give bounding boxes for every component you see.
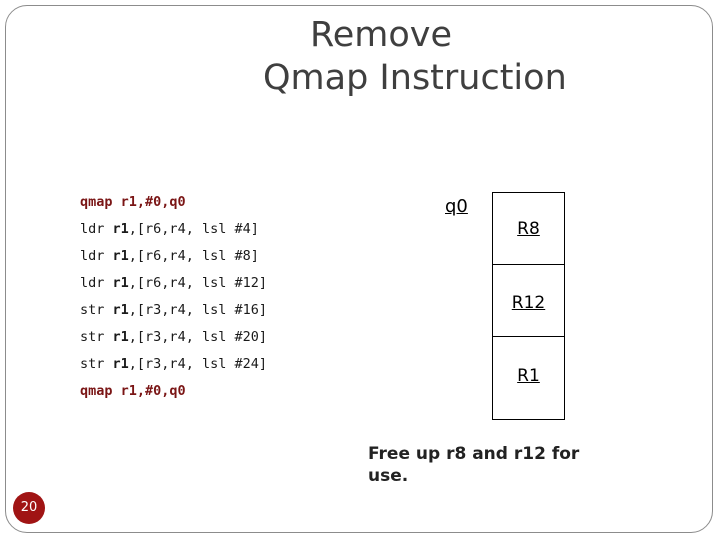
- queue-register-cell: R1: [493, 337, 564, 419]
- code-op: str: [80, 302, 105, 318]
- queue-register-stack: R8 R12 R1: [492, 192, 565, 420]
- code-register: r1: [112, 248, 129, 264]
- slide-frame: [5, 5, 713, 533]
- code-operands: ,[r6,r4, lsl #8]: [128, 248, 259, 264]
- code-operands: ,[r3,r4, lsl #20]: [128, 329, 267, 345]
- code-op: qmap: [80, 383, 113, 399]
- code-operands: ,[r6,r4, lsl #12]: [128, 275, 267, 291]
- code-op: qmap: [80, 194, 113, 210]
- code-register: r1: [112, 356, 129, 372]
- code-line-qmap-start: qmap r1,#0,q0: [80, 194, 186, 210]
- code-operands: ,[r6,r4, lsl #4]: [128, 221, 259, 237]
- code-op: ldr: [80, 248, 105, 264]
- slide-title-line-1: Remove: [310, 15, 453, 55]
- code-line: ldr r1,[r6,r4, lsl #4]: [80, 221, 259, 237]
- code-op: ldr: [80, 221, 105, 237]
- code-op: ldr: [80, 275, 105, 291]
- queue-label: q0: [445, 196, 468, 217]
- code-line-qmap-end: qmap r1,#0,q0: [80, 383, 186, 399]
- register-label: R8: [517, 219, 540, 239]
- code-line: str r1,[r3,r4, lsl #20]: [80, 329, 267, 345]
- note-text: Free up r8 and r12 for use.: [368, 444, 580, 486]
- code-register: r1: [112, 329, 129, 345]
- code-register: r1: [112, 302, 129, 318]
- code-line: str r1,[r3,r4, lsl #24]: [80, 356, 267, 372]
- slide-number-badge: 20: [13, 492, 45, 524]
- register-label: R12: [511, 293, 546, 313]
- code-register: r1: [112, 221, 129, 237]
- code-line: ldr r1,[r6,r4, lsl #12]: [80, 275, 267, 291]
- code-operands: r1,#0,q0: [120, 383, 186, 399]
- queue-register-cell: R8: [493, 193, 564, 265]
- code-operands: r1,#0,q0: [120, 194, 186, 210]
- code-line: ldr r1,[r6,r4, lsl #8]: [80, 248, 259, 264]
- register-label: R1: [517, 366, 540, 386]
- code-op: str: [80, 356, 105, 372]
- slide-title-line-2: Qmap Instruction: [263, 58, 567, 98]
- code-line: str r1,[r3,r4, lsl #16]: [80, 302, 267, 318]
- code-op: str: [80, 329, 105, 345]
- code-register: r1: [112, 275, 129, 291]
- code-operands: ,[r3,r4, lsl #16]: [128, 302, 267, 318]
- queue-register-cell: R12: [493, 265, 564, 337]
- code-operands: ,[r3,r4, lsl #24]: [128, 356, 267, 372]
